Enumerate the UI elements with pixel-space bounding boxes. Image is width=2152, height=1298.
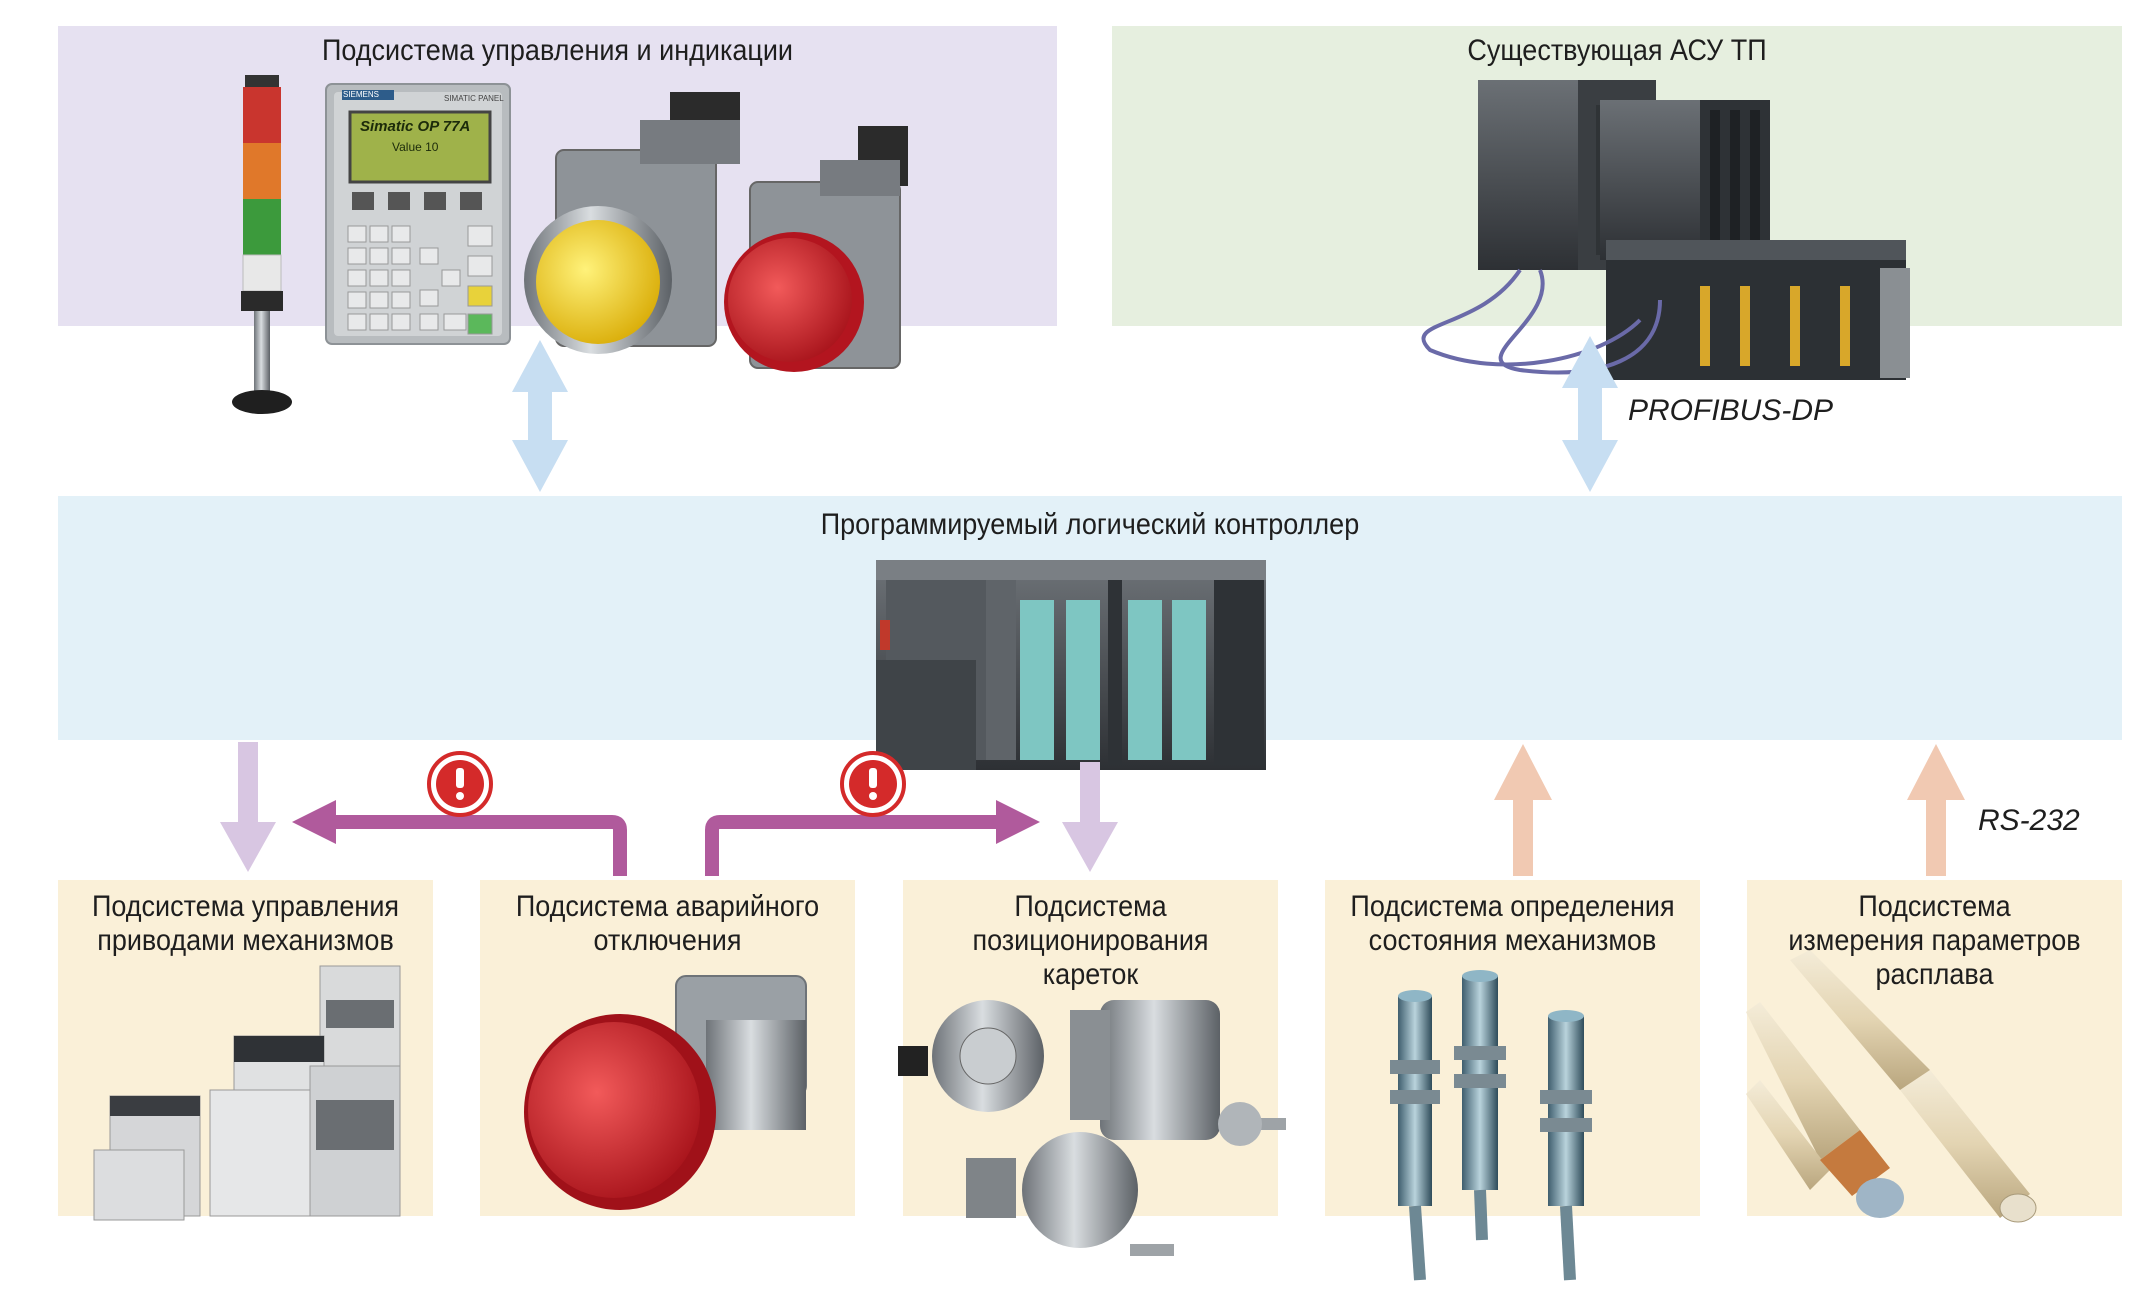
top-right-title: Существующая АСУ ТП [1467, 34, 1767, 67]
up-arrow-melt-measurement [1907, 744, 1965, 876]
contactors-icon [93, 965, 401, 1221]
emergency-stop-button-icon [524, 975, 807, 1210]
down-arrow-drives [220, 742, 276, 872]
top-left-title: Подсистема управления и индикации [321, 34, 794, 67]
down-arrow-positioning [1062, 762, 1118, 872]
bidirectional-arrow-right [1562, 336, 1618, 492]
warning-icon [427, 751, 493, 817]
operator-panel-screen-line2: Value 10 [392, 140, 439, 154]
signal-tower-icon [232, 75, 292, 414]
rotary-encoders-icon [898, 1000, 1286, 1256]
plc-title: Программируемый логический контроллер [820, 508, 1360, 541]
profibus-label: PROFIBUS-DP [1628, 394, 1834, 427]
bidirectional-arrow-left [512, 340, 568, 492]
operator-panel-brand: SIEMENS [343, 90, 380, 99]
red-pushbutton-icon [724, 126, 908, 372]
rs232-label: RS-232 [1978, 804, 2080, 837]
existing-apcs-equipment-icon [1421, 80, 1910, 380]
yellow-pushbutton-icon [524, 92, 740, 354]
operator-panel-screen-line1: Simatic OP 77A [360, 118, 471, 135]
emergency-line-left [292, 800, 627, 876]
thermocouple-probes-icon [1746, 950, 2037, 1223]
proximity-sensors-icon [1390, 970, 1592, 1281]
up-arrow-state-detection [1494, 744, 1552, 876]
operator-panel-icon [325, 83, 511, 345]
emergency-line-right [705, 800, 1040, 876]
warning-icon [840, 751, 906, 817]
operator-panel-label: SIMATIC PANEL [444, 94, 504, 103]
bottom-box-state-detection [1325, 880, 1700, 1216]
plc-device-icon [876, 560, 1266, 770]
